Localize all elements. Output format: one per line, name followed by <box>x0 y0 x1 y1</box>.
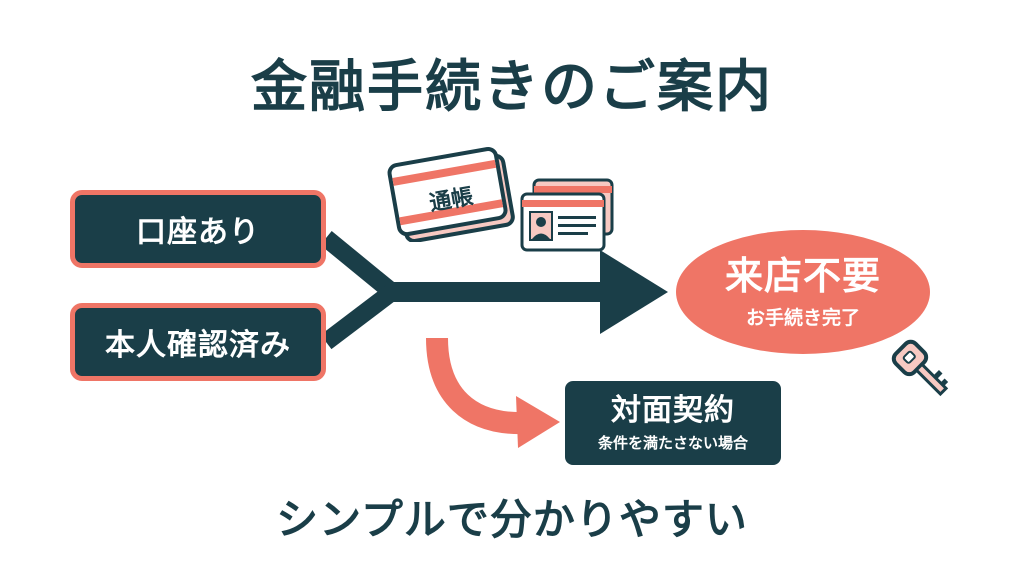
condition-account: 口座あり <box>70 190 326 268</box>
id-card-icon <box>520 178 614 252</box>
alt-arrow-head <box>516 396 560 448</box>
result-sub-label: お手続き完了 <box>745 307 860 329</box>
merge-line-bottom <box>320 284 398 350</box>
alt-arrow-curve <box>426 337 526 435</box>
alternative-face-to-face: 対面契約 条件を満たさない場合 <box>565 381 781 465</box>
passbook-icon <box>387 146 515 242</box>
alternative-main-label: 対面契約 <box>611 393 735 428</box>
main-arrow-head <box>600 250 668 334</box>
page-title: 金融手続きのご案内 <box>251 55 773 120</box>
tagline: シンプルで分かりやすい <box>276 495 748 544</box>
result-no-visit-required: 来店不要 お手続き完了 <box>676 230 930 354</box>
condition-identity-verified: 本人確認済み <box>70 303 326 381</box>
alternative-sub-label: 条件を満たさない場合 <box>597 434 748 452</box>
result-main-label: 来店不要 <box>724 254 881 298</box>
merge-line-top <box>320 231 398 299</box>
key-icon <box>891 339 949 397</box>
